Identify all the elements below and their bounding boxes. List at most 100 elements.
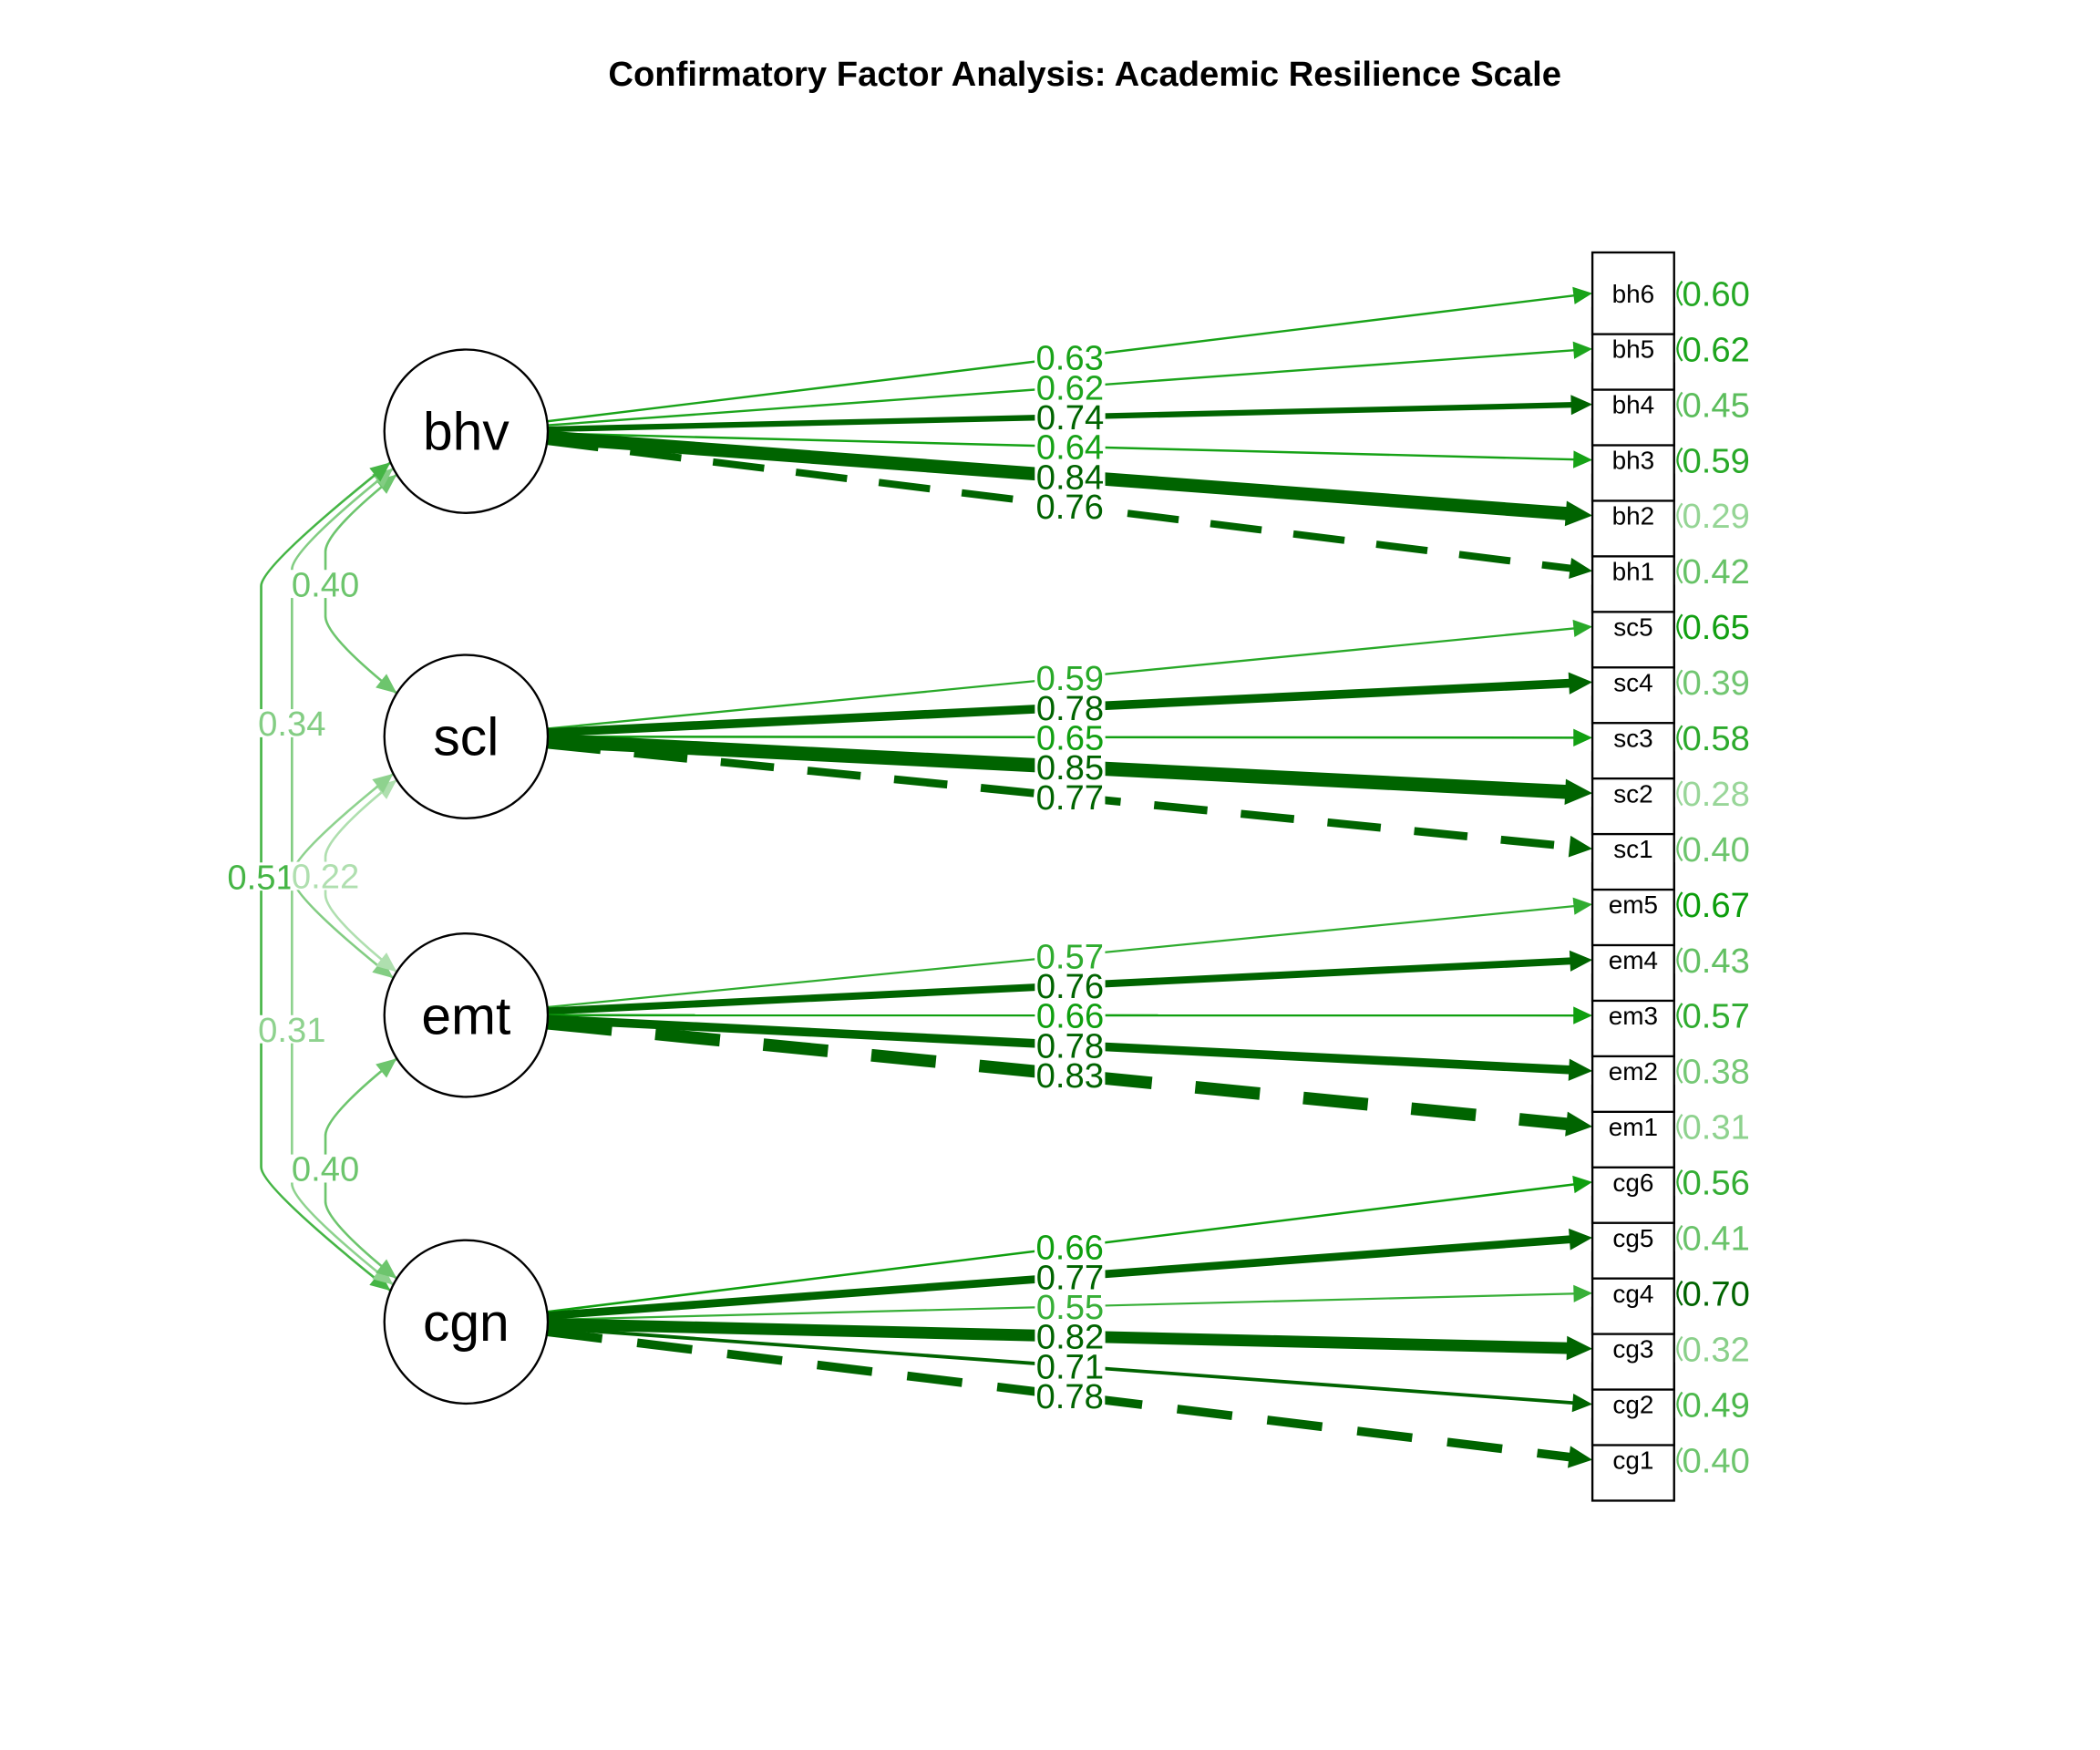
residual-label: 0.38 — [1683, 1053, 1750, 1092]
indicator-label: em2 — [1609, 1057, 1658, 1086]
loading-arrowhead — [1569, 1228, 1593, 1251]
loading-arrowhead — [1572, 897, 1593, 915]
loading-label: 0.66 — [1036, 1229, 1104, 1268]
loading-arrowhead — [1572, 286, 1593, 304]
residual-arc — [1676, 502, 1683, 529]
loading-label: 0.82 — [1036, 1318, 1104, 1357]
loading-label-background — [1035, 1292, 1106, 1321]
loading-label-background — [1035, 1001, 1106, 1030]
loading-arrowhead — [1572, 341, 1593, 359]
loading-arrowhead — [1573, 450, 1593, 468]
residual-arc — [1676, 391, 1683, 417]
loading-label-background — [1035, 1060, 1106, 1089]
indicator-label: cg3 — [1612, 1335, 1653, 1364]
residual-arc — [1676, 1335, 1683, 1362]
residual-label: 0.43 — [1683, 942, 1750, 981]
loading-label-background — [1035, 1031, 1106, 1060]
residual-label: 0.70 — [1683, 1274, 1750, 1313]
residual-label: 0.41 — [1683, 1220, 1750, 1259]
loading-label: 0.77 — [1036, 778, 1104, 818]
residual-label: 0.62 — [1683, 330, 1750, 369]
covariance-arrowhead — [376, 952, 397, 973]
covariance-label-background — [290, 1154, 361, 1183]
loading-label-background — [1035, 491, 1106, 520]
residual-label: 0.31 — [1683, 1108, 1750, 1148]
indicator-label: bh6 — [1612, 280, 1655, 308]
covariance-arrowhead — [376, 1058, 397, 1078]
covariance-label-background — [290, 861, 361, 890]
loading-label-background — [1035, 462, 1106, 491]
loading-arrowhead — [1570, 395, 1593, 416]
indicator-label: sc3 — [1613, 724, 1652, 752]
loading-label-background — [1035, 432, 1106, 461]
loading-arrowhead — [1568, 835, 1593, 858]
residual-arc — [1676, 1280, 1683, 1306]
residual-label: 0.42 — [1683, 552, 1750, 592]
residual-label: 0.32 — [1683, 1330, 1750, 1369]
loading-arrowhead — [1568, 1058, 1593, 1081]
loading-label: 0.76 — [1036, 967, 1104, 1006]
loading-label-background — [1035, 723, 1106, 752]
loading-label-background — [1035, 1232, 1106, 1261]
residual-label: 0.49 — [1683, 1385, 1750, 1425]
covariance-label: 0.51 — [227, 858, 294, 897]
loading-arrowhead — [1567, 1446, 1593, 1468]
covariance-arrowhead — [369, 462, 391, 482]
loading-arrowhead — [1573, 1006, 1593, 1024]
covariance-arrowhead — [372, 958, 394, 979]
residual-arc — [1676, 1446, 1683, 1473]
residual-arc — [1676, 669, 1683, 695]
residual-arc — [1676, 1114, 1683, 1139]
residual-label: 0.59 — [1683, 441, 1750, 480]
residual-arc — [1676, 1003, 1683, 1028]
residual-label: 0.39 — [1683, 664, 1750, 703]
loading-label-background — [1035, 1381, 1106, 1410]
covariance-label-background — [225, 862, 297, 891]
loading-label: 0.65 — [1036, 718, 1104, 757]
loading-label-background — [1035, 664, 1106, 692]
indicator-label: cg6 — [1612, 1168, 1653, 1197]
loading-label: 0.55 — [1036, 1288, 1104, 1327]
loading-label-background — [1035, 753, 1106, 781]
loading-edge-emt-em1 — [546, 1016, 1571, 1131]
covariance-label-background — [256, 709, 327, 737]
residual-label: 0.56 — [1683, 1164, 1750, 1203]
loading-arrowhead — [1564, 778, 1593, 805]
indicator-label: bh5 — [1612, 335, 1655, 364]
latent-factor-circle — [383, 348, 550, 514]
residual-label: 0.57 — [1683, 997, 1750, 1036]
loading-label-background — [1035, 942, 1106, 971]
indicator-label: cg5 — [1612, 1224, 1653, 1252]
loading-label-background — [1035, 373, 1106, 402]
residual-label: 0.58 — [1683, 719, 1750, 758]
residual-arc — [1676, 725, 1683, 751]
loading-label: 0.62 — [1036, 368, 1104, 407]
loading-label-background — [1035, 782, 1106, 811]
covariance-arrowhead — [372, 773, 394, 794]
indicator-node-bh6: bh6 — [1590, 251, 1675, 335]
loading-arrowhead — [1565, 1111, 1593, 1137]
residual-arc — [1676, 1058, 1683, 1084]
indicator-label: sc1 — [1613, 835, 1652, 863]
covariance-arrowhead — [376, 674, 397, 694]
residual-arc — [1676, 780, 1683, 807]
latent-factor-label: scl — [433, 708, 499, 767]
loading-edge-cgn-cg1 — [546, 1327, 1573, 1462]
indicator-label: bh2 — [1612, 502, 1655, 530]
residual-arc — [1676, 280, 1683, 306]
residual-label: 0.40 — [1683, 830, 1750, 870]
loading-label: 0.76 — [1036, 488, 1104, 527]
indicator-label: cg4 — [1612, 1280, 1653, 1308]
node-layer: cg1cg2cg3cg4cg5cg6em1em2em3em4em5sc1sc2s… — [383, 251, 1675, 1502]
loading-label-background — [1035, 402, 1106, 431]
indicator-label: sc4 — [1613, 668, 1652, 696]
indicator-label: bh1 — [1612, 558, 1655, 586]
residual-label: 0.60 — [1683, 274, 1750, 314]
indicator-label: em4 — [1609, 946, 1658, 974]
latent-node-scl: scl — [383, 654, 550, 819]
latent-factor-label: emt — [421, 986, 510, 1045]
covariance-label: 0.40 — [292, 1150, 359, 1189]
latent-factor-circle — [383, 654, 550, 819]
indicator-label: bh4 — [1612, 391, 1655, 419]
